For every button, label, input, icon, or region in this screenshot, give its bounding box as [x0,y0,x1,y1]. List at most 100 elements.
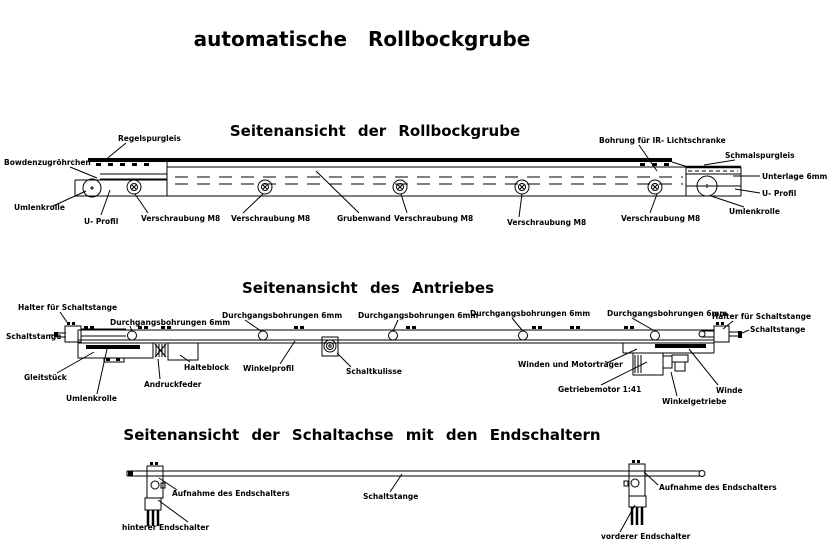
leader-halter-rechts [722,320,734,330]
holder-right-assembly [698,322,742,343]
leader-aufnahme-rechts [643,471,659,486]
rod-end-eye [698,470,706,477]
section-antrieb: Seitenansicht des Antriebes [6,279,811,406]
label-unterlage: Unterlage 6mm [762,172,828,181]
leader-winden-motortraeger [606,348,638,364]
leader-durchgang-3 [392,319,399,332]
schaltkulisse-box [321,336,339,357]
leader-verschraubung-1 [134,193,149,214]
section-schaltachse: Seitenansicht der Schaltachse mit den En… [122,426,777,541]
label-aufnahme-rechts: Aufnahme des Endschalters [659,483,777,492]
label-u-profil-rechts: U- Profil [762,189,796,198]
section3-title: Seitenansicht der Schaltachse mit den En… [123,426,600,444]
leader-umlenkrolle-rechts [710,195,745,208]
through-hole-2 [258,330,268,341]
label-verschraubung-5: Verschraubung M8 [621,214,700,223]
leader-umlenkrolle-links [52,190,87,207]
through-hole-3 [388,330,398,341]
bracket-below [103,357,125,363]
leader-winkelgetriebe [670,371,678,397]
leader-vorderer-endschalter [619,504,636,533]
gleitstueck-assembly [77,342,154,363]
label-durchgang-4: Durchgangsbohrungen 6mm [470,309,590,318]
label-aufnahme-links: Aufnahme des Endschalters [172,489,290,498]
label-schaltstange-links: Schaltstange [6,332,61,341]
label-winde: Winde [716,386,743,395]
leader-halter-links [59,311,70,326]
label-halter-links: Halter für Schaltstange [18,303,117,312]
leader-andruckfeder [157,358,161,380]
right-end-assembly [686,165,742,197]
pit-wall-band [75,162,741,197]
label-winkelgetriebe: Winkelgetriebe [662,397,726,406]
screw-m8-4 [514,179,530,195]
winkelgetriebe-upper [671,354,689,363]
label-vorderer-endschalter: vorderer Endschalter [601,532,691,541]
label-durchgang-3: Durchgangsbohrungen 6mm [358,311,478,320]
label-verschraubung-3: Verschraubung M8 [394,214,473,223]
halteblock-block [167,342,199,361]
label-hinterer-endschalter: hinterer Endschalter [122,523,209,532]
coupling-box [662,355,673,369]
pulley-left [82,178,102,198]
label-winkelprofil: Winkelprofil [243,364,294,373]
label-u-profil-links: U- Profil [84,217,118,226]
leader-winde [688,348,719,386]
leader-halteblock [179,354,191,363]
label-durchgang-5: Durchgangsbohrungen 6mm [607,309,727,318]
leader-grubenwand [315,170,360,214]
rail-fastenings-left [96,163,149,166]
section-rollbockgrube: Seitenansicht der Rollbockgrube [4,122,828,227]
umlenkrolle-bar [86,345,140,349]
through-hole-4 [518,330,528,341]
endschalter-left [144,462,166,526]
leader-schmalspurgleis [703,159,736,166]
leader-winkelprofil [279,340,296,365]
holder-right-block [713,325,730,343]
leader-hinterer-endschalter [157,499,189,523]
label-winden-motortraeger: Winden und Motorträger [518,360,623,369]
rail-transition [671,161,689,168]
andruckfeder-spring [154,343,167,358]
leader-u-profil-rechts [734,188,761,194]
screw-m8-1 [126,179,142,195]
leader-verschraubung-4 [518,193,523,218]
label-durchgang-2: Durchgangsbohrungen 6mm [222,311,342,320]
leader-verschraubung-2 [242,193,264,214]
leader-bohrung-ir [638,144,658,172]
label-regelspurgleis: Regelspurgleis [118,134,181,143]
label-halter-rechts: Halter für Schaltstange [712,312,811,321]
label-schaltstange-rechts: Schaltstange [750,325,805,334]
endschalter-right [623,460,647,525]
leader-durchgang-2 [244,319,262,332]
leader-schaltstange-3 [389,473,403,493]
label-schmalspurgleis: Schmalspurgleis [725,151,795,160]
label-verschraubung-4: Verschraubung M8 [507,218,586,227]
label-bowdenzugroehrchen: Bowdenzugröhrchen [4,158,91,167]
label-schaltstange-3: Schaltstange [363,492,418,501]
winkelgetriebe-lower [674,361,686,372]
rail-fastenings-right [640,163,669,166]
motor-assembly [622,343,715,376]
label-verschraubung-1: Verschraubung M8 [141,214,220,223]
leader-umlenkrolle [96,348,108,395]
leader-aufnahme-links [158,477,178,491]
rail-clamps [84,326,634,329]
leader-durchgang-1 [129,325,133,332]
label-halteblock: Halteblock [184,363,230,372]
through-hole-5 [650,330,660,341]
left-end-assembly [74,173,167,198]
label-andruckfeder: Andruckfeder [144,380,202,389]
label-gleitstueck: Gleitstück [24,373,68,382]
leader-schaltstange-rechts [739,329,750,335]
label-verschraubung-2: Verschraubung M8 [231,214,310,223]
pulley-right [696,175,718,197]
leader-verschraubung-5 [649,193,658,214]
label-umlenkrolle-links: Umlenkrolle [14,203,65,212]
leader-durchgang-5 [631,317,654,331]
winde-drum [655,344,706,348]
leader-bowdenzugroehrchen [69,166,98,179]
label-durchgang-1: Durchgangsbohrungen 6mm [110,318,230,327]
leader-u-profil-links [100,189,111,216]
main-title: automatische Rollbockgrube [194,27,531,51]
